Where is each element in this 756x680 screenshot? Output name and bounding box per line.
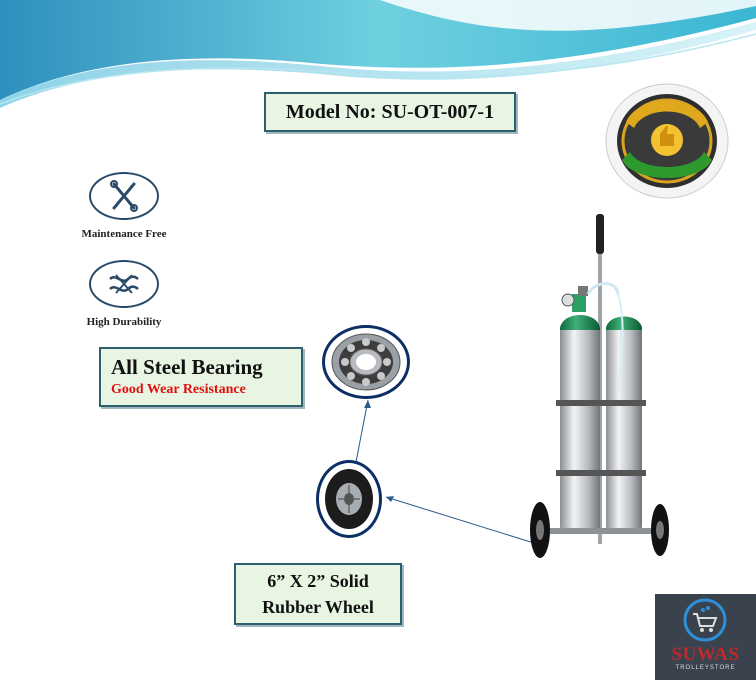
bearing-image bbox=[322, 325, 410, 399]
bearing-subtitle: Good Wear Resistance bbox=[111, 382, 246, 397]
header-wave bbox=[0, 0, 756, 108]
feature-label: Maintenance Free bbox=[81, 228, 167, 240]
wheel-spec-line1: 6” X 2” Solid bbox=[267, 571, 369, 591]
wheel-info-box: 6” X 2” Solid Rubber Wheel bbox=[234, 563, 402, 625]
wheel-image bbox=[316, 460, 382, 538]
feature-maintenance-free: Maintenance Free bbox=[64, 172, 184, 240]
model-number-label: Model No: SU-OT-007-1 bbox=[285, 100, 495, 123]
bearing-title: All Steel Bearing bbox=[111, 355, 263, 379]
brand-logo: SUWAS TROLLEYSTORE bbox=[655, 594, 756, 680]
wheel-spec-line2: Rubber Wheel bbox=[262, 597, 374, 617]
shopping-cart-icon bbox=[683, 598, 727, 642]
oxygen-cylinder-trolley-image bbox=[530, 214, 669, 558]
brand-name: SUWAS bbox=[671, 644, 740, 665]
model-number-box: Model No: SU-OT-007-1 bbox=[264, 92, 516, 132]
bearing-info-box: All Steel Bearing Good Wear Resistance bbox=[99, 347, 303, 407]
feature-high-durability: High Durability bbox=[64, 260, 184, 328]
feature-label: High Durability bbox=[86, 316, 162, 328]
best-price-badge-icon bbox=[605, 83, 729, 199]
durability-icon bbox=[89, 260, 159, 308]
brand-tagline: TROLLEYSTORE bbox=[675, 665, 736, 671]
tools-icon bbox=[89, 172, 159, 220]
